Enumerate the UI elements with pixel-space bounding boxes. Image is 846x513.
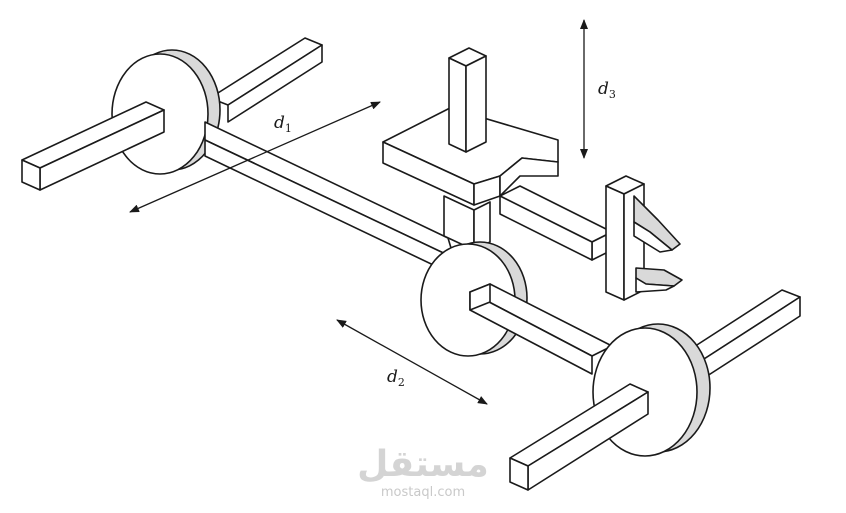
watermark-latin: mostaql.com [381, 485, 465, 500]
label-d1: d1 [274, 113, 292, 135]
carriage-skirt [443, 195, 491, 251]
label-d2: d2 [387, 367, 405, 389]
lower-rail [469, 283, 613, 375]
right-axle-far [685, 289, 801, 379]
right-axle-near [509, 383, 649, 491]
watermark-arabic: مستقل [357, 444, 489, 485]
left-axle-far [209, 37, 323, 123]
d1-arrow [129, 101, 381, 213]
vertical-post [448, 47, 487, 153]
d2-arrow [336, 319, 488, 405]
label-d3: d3 [598, 79, 616, 101]
gripper-arm [499, 185, 613, 261]
gripper [605, 175, 683, 301]
